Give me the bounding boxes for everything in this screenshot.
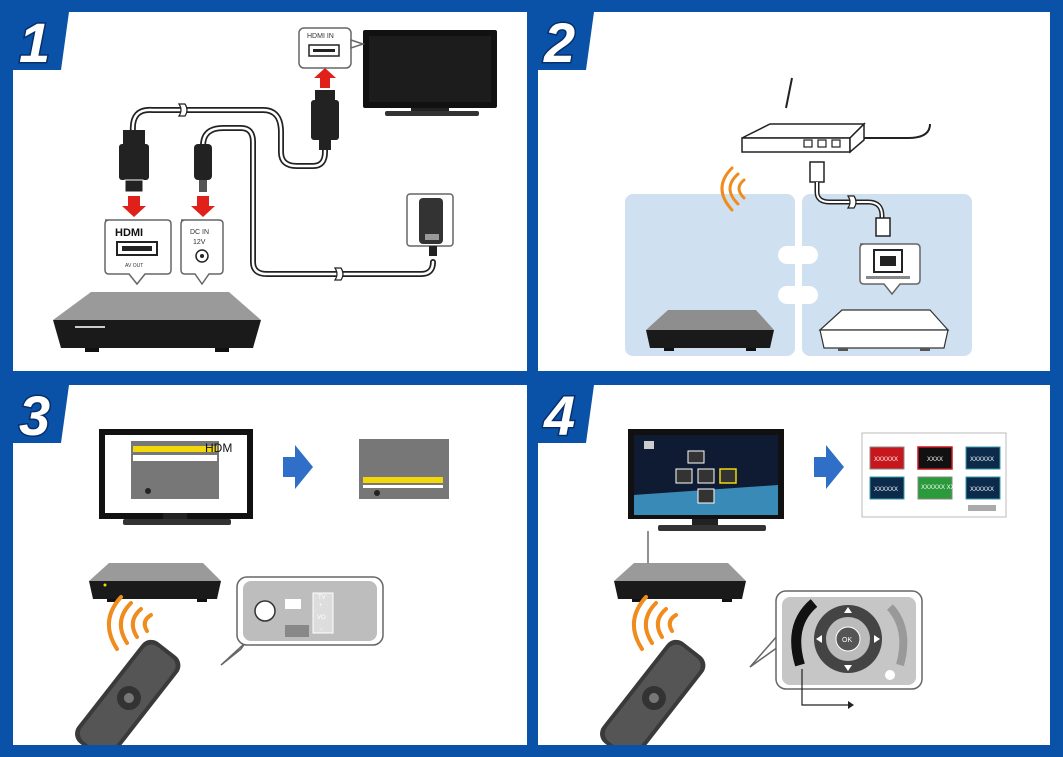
step-number: 2 (543, 12, 575, 74)
power-adapter (406, 193, 454, 256)
menu-tile-6: XXXXXX (970, 487, 994, 493)
step-number: 3 (19, 385, 50, 447)
step-1-panel: 1 HDMI IN (13, 12, 527, 371)
remote-control (75, 639, 181, 745)
tv-home-screen (628, 429, 784, 531)
step-2-badge: 2 (538, 12, 594, 76)
remote-tv-label: TV (318, 595, 326, 601)
tv-menu-selected (359, 439, 449, 499)
dc-voltage-label: 12V (193, 239, 206, 246)
ok-button-label: OK (842, 637, 852, 644)
tv-screen-text: HDM (205, 441, 232, 455)
lan-cable (809, 161, 891, 237)
media-player-box (614, 563, 746, 602)
navigation-pad-callout: OK (749, 590, 923, 690)
step-4-illustration: 4 XXXXXX XXX (538, 385, 1007, 745)
step-2-illustration: 2 (538, 12, 972, 356)
step-3-badge: 3 (13, 385, 69, 449)
dc-in-callout: DC IN 12V (180, 219, 224, 286)
menu-tile-2: XXXX (927, 457, 943, 463)
remote-vol-label: VO (317, 615, 326, 621)
hdmi-in-callout: HDMI IN (298, 27, 366, 69)
app-menu-screen: XXXXXX XXXX XXXXXX XXXXXX XXXXXX XXXX XX… (861, 432, 1007, 518)
media-player-box (89, 563, 221, 602)
step-1-illustration: 1 HDMI IN (13, 12, 497, 352)
remote-signal-waves (632, 595, 678, 651)
menu-tile-1: XXXXXX (874, 457, 898, 463)
hdmi-plug-box (119, 130, 149, 193)
media-player-box (53, 292, 261, 352)
hdmi-in-label: HDMI IN (307, 33, 334, 40)
media-box-wireless (646, 310, 774, 351)
tv-input-menu: HDM (99, 429, 253, 525)
router (741, 77, 931, 154)
av-out-callout: HDMI AV OUT (104, 219, 172, 286)
menu-tile-5: XXXXXX XXXX (921, 485, 963, 491)
wifi-waves (720, 166, 746, 212)
step-2-panel: 2 (538, 12, 1050, 371)
next-arrow (814, 445, 844, 489)
remote-tv-callout: TV + VO − (220, 576, 384, 666)
step-3-panel: 3 HDM (13, 385, 527, 745)
hdmi-plug-tv (311, 90, 339, 150)
lan-port-callout (859, 243, 921, 296)
remote-signal-waves (107, 595, 153, 651)
media-box-wired (818, 309, 950, 351)
hdmi-logo: HDMI (115, 227, 143, 239)
step-4-badge: 4 (538, 385, 594, 449)
step-number: 1 (19, 12, 50, 74)
step-1-badge: 1 (13, 12, 69, 76)
remote-plus-label: + (319, 603, 323, 609)
av-out-label: AV OUT (125, 263, 143, 269)
step-4-panel: 4 XXXXXX XXX (538, 385, 1050, 745)
connect-arrow-hdmi (122, 196, 146, 217)
menu-tile-4: XXXXXX (874, 487, 898, 493)
step-3-illustration: 3 HDM (13, 385, 449, 745)
next-arrow (283, 445, 313, 489)
dc-in-label: DC IN (190, 229, 209, 236)
dc-plug (194, 144, 212, 192)
connect-arrow-up (314, 68, 336, 88)
step-number: 4 (543, 385, 575, 447)
connect-arrow-dc (191, 196, 215, 217)
remote-minus-label: − (319, 627, 323, 633)
tv-set (363, 30, 497, 116)
remote-control (600, 639, 706, 745)
menu-tile-3: XXXXXX (970, 457, 994, 463)
